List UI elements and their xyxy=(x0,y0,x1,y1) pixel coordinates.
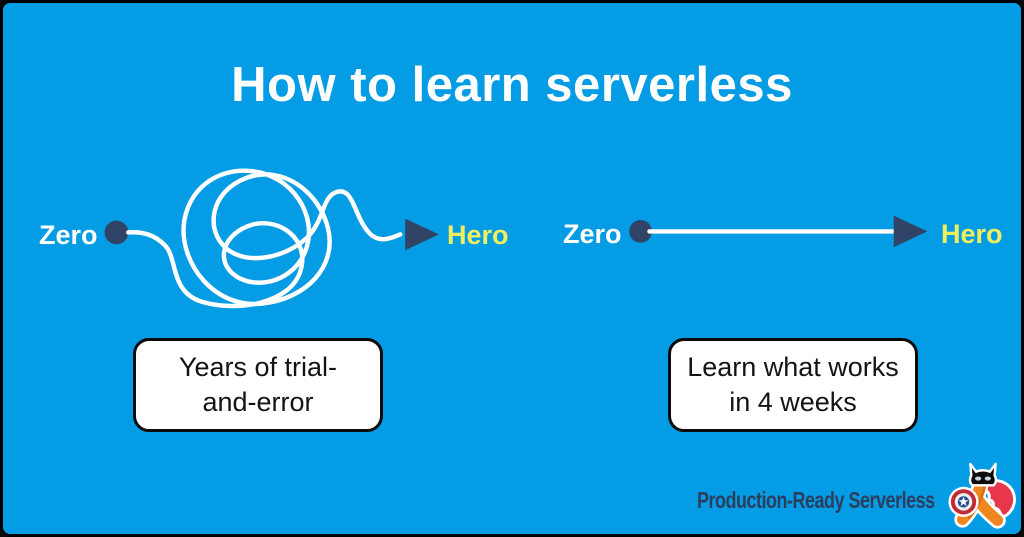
arrowhead-right-icon xyxy=(893,215,928,248)
brand-name: Production-Ready Serverless xyxy=(697,487,935,513)
mascot-logo xyxy=(948,462,1017,529)
arrowhead-left-icon xyxy=(405,218,439,251)
left-caption-box: Years of trial- and-error xyxy=(133,338,383,432)
bat-mask-head-icon xyxy=(968,462,998,487)
start-dot-left xyxy=(104,220,129,245)
hero-label-left: Hero xyxy=(447,220,509,250)
right-caption-box: Learn what works in 4 weeks xyxy=(668,338,918,432)
right-caption-line1: Learn what works xyxy=(687,352,899,382)
start-dot-right xyxy=(629,220,652,243)
captain-shield-icon xyxy=(948,486,979,517)
zero-label-left: Zero xyxy=(39,220,98,250)
right-caption-line2: in 4 weeks xyxy=(729,387,857,417)
page-title: How to learn serverless xyxy=(231,58,793,112)
hero-label-right: Hero xyxy=(941,219,1003,249)
left-caption-line2: and-error xyxy=(202,387,314,417)
paths-diagram xyxy=(104,168,928,309)
tangle-scribble-icon xyxy=(126,168,403,309)
left-caption-line1: Years of trial- xyxy=(178,352,338,382)
zero-label-right: Zero xyxy=(563,219,622,249)
